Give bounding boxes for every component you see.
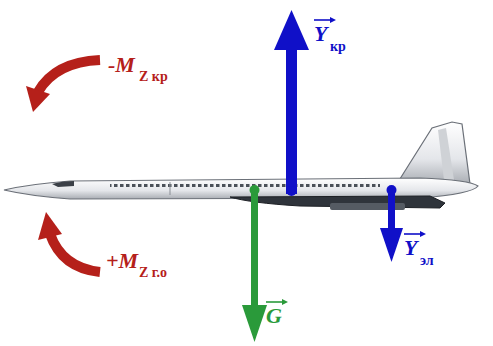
- elevon-point: [387, 185, 397, 195]
- moment-symbol: -M: [108, 54, 135, 76]
- weight-arrowhead: [242, 305, 267, 342]
- pitch-down-moment-head: [26, 86, 50, 112]
- door-line: [170, 182, 171, 195]
- pitch-down-moment-arc: [38, 60, 100, 92]
- wing-lift-arrow: [286, 46, 297, 194]
- lift-point: [287, 186, 297, 196]
- cockpit-window: [52, 181, 74, 187]
- moment-subscript: Z кр: [139, 70, 168, 84]
- tail-fin: [398, 122, 470, 184]
- vector-marks: [314, 17, 426, 237]
- pitch-up-moment-head: [38, 212, 62, 240]
- elevon-force-arrowhead: [380, 228, 403, 262]
- elevon-force-arrow: [388, 190, 395, 232]
- elevon-subscript: эл: [420, 254, 434, 268]
- center-of-gravity: [250, 185, 260, 195]
- pitch-up-moment-arc: [50, 234, 100, 272]
- lift-symbol: Y: [314, 23, 327, 45]
- weight-symbol: G: [266, 305, 282, 327]
- lift-subscript: кр: [330, 40, 346, 54]
- moment-symbol: +M: [106, 250, 138, 272]
- elevon-symbol: Y: [404, 237, 417, 259]
- wing-lift-arrowhead: [274, 10, 309, 50]
- weight-arrow: [251, 190, 258, 308]
- moment-subscript: Z г.о: [139, 266, 167, 280]
- fin-rudder: [438, 128, 454, 180]
- cabin-windows: [110, 184, 380, 187]
